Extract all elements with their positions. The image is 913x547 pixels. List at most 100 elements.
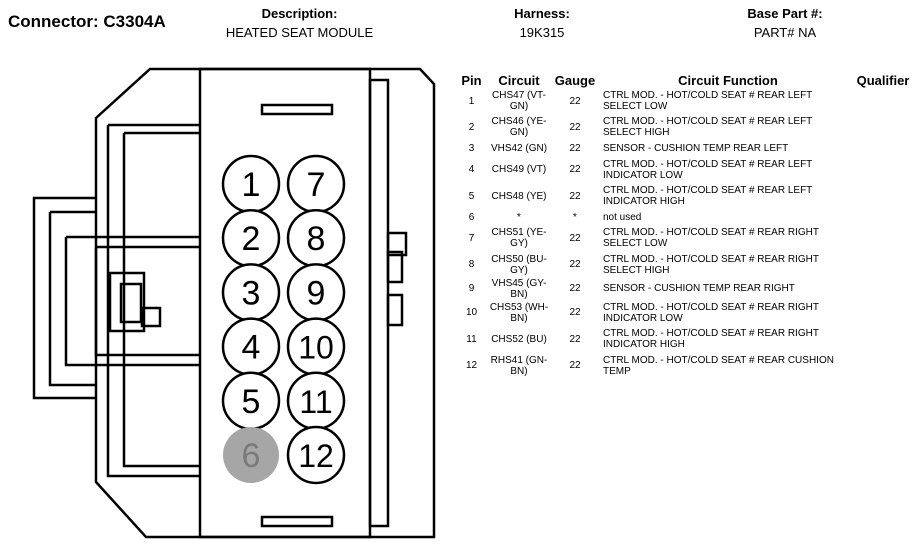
circuit-function: CTRL MOD. - HOT/COLD SEAT # REAR RIGHT S… <box>603 253 819 276</box>
circuit-id: VHS42 (GN) <box>490 143 548 155</box>
connector-housing <box>32 67 436 539</box>
pin-number: 4 <box>468 164 475 176</box>
qualifier <box>853 88 913 114</box>
circuit-function: SENSOR - CUSHION TEMP REAR LEFT <box>603 143 789 155</box>
column-header-function: Circuit Function <box>678 72 778 88</box>
qualifier <box>853 141 913 157</box>
pin-cavity-number: 2 <box>242 220 261 258</box>
circuit-function: not used <box>603 211 642 223</box>
wire-gauge: 22 <box>569 95 581 107</box>
description-block: Description: HEATED SEAT MODULE <box>222 6 377 40</box>
circuit-function: SENSOR - CUSHION TEMP REAR RIGHT <box>603 283 795 295</box>
wire-gauge: 22 <box>569 232 581 244</box>
wire-gauge: 22 <box>569 333 581 345</box>
pin-cavity-number: 1 <box>242 166 261 204</box>
circuit-id: CHS46 (YE-GN) <box>491 116 547 139</box>
qualifier <box>853 326 913 352</box>
circuit-function: CTRL MOD. - HOT/COLD SEAT # REAR LEFT IN… <box>603 185 813 208</box>
pin-cavity-number: 12 <box>298 438 334 474</box>
description-value: HEATED SEAT MODULE <box>225 25 374 40</box>
circuit-id: CHS52 (BU) <box>491 333 547 345</box>
circuit-id: * <box>517 211 521 223</box>
pin-number: 12 <box>465 360 478 372</box>
harness-value: 19K315 <box>519 25 565 40</box>
wire-gauge: * <box>573 211 577 223</box>
qualifier <box>853 278 913 300</box>
circuit-id: RHS41 (GN-BN) <box>490 354 548 377</box>
column-header-gauge: Gauge <box>554 72 596 88</box>
circuit-function: CTRL MOD. - HOT/COLD SEAT # REAR LEFT SE… <box>603 116 813 139</box>
pin-cavity-number: 8 <box>307 220 326 258</box>
description-label: Description: <box>261 6 338 21</box>
qualifier <box>853 251 913 277</box>
pinout-table-header: Pin Circuit Gauge Circuit Function Quali… <box>455 72 913 88</box>
qualifier <box>853 114 913 140</box>
qualifier <box>853 209 913 225</box>
pin-cavity-number: 3 <box>242 274 261 312</box>
circuit-id: CHS51 (YE-GY) <box>491 227 547 250</box>
qualifier <box>853 225 913 251</box>
circuit-function: CTRL MOD. - HOT/COLD SEAT # REAR LEFT SE… <box>603 90 813 113</box>
wire-gauge: 22 <box>569 307 581 319</box>
circuit-function: CTRL MOD. - HOT/COLD SEAT # REAR CUSHION… <box>603 354 834 377</box>
pin-number: 2 <box>468 121 475 133</box>
pin-number: 5 <box>468 190 475 202</box>
circuit-id: VHS45 (GY-BN) <box>491 277 547 300</box>
table-row: 1 CHS47 (VT-GN) 22 CTRL MOD. - HOT/COLD SEA… <box>455 88 913 114</box>
circuit-function: CTRL MOD. - HOT/COLD SEAT # REAR RIGHT I… <box>603 328 819 351</box>
column-header-circuit: Circuit <box>498 72 540 88</box>
pin-cavity-number: 7 <box>307 166 326 204</box>
pin-number: 6 <box>468 211 475 223</box>
pin-number: 10 <box>465 307 478 319</box>
pin-number: 9 <box>468 283 475 295</box>
circuit-id: CHS49 (VT) <box>491 164 547 176</box>
column-header-pin: Pin <box>461 72 482 88</box>
wire-gauge: 22 <box>569 259 581 271</box>
qualifier <box>853 157 913 183</box>
qualifier <box>853 183 913 209</box>
wire-gauge: 22 <box>569 121 581 133</box>
pin-cavity <box>286 425 346 485</box>
table-row: 3 VHS42 (GN) 22 SENSOR - CUSHION TEMP REAR … <box>455 141 913 157</box>
table-row: 11 CHS52 (BU) 22 CTRL MOD. - HOT/COLD SEAT … <box>455 326 913 352</box>
column-header-qualifier: Qualifier <box>856 72 910 88</box>
table-row: 9 VHS45 (GY-BN) 22 SENSOR - CUSHION TEMP RE… <box>455 278 913 300</box>
base-part-block: Base Part #: PART# NA <box>728 6 842 40</box>
pin-number: 8 <box>468 259 475 271</box>
circuit-function: CTRL MOD. - HOT/COLD SEAT # REAR LEFT IN… <box>603 158 813 181</box>
table-row: 4 CHS49 (VT) 22 CTRL MOD. - HOT/COLD SEAT #… <box>455 157 913 183</box>
table-row: 10 CHS53 (WH-BN) 22 CTRL MOD. - HOT/COLD SE… <box>455 300 913 326</box>
pin-cavity-number: 11 <box>299 384 332 420</box>
circuit-id: CHS48 (YE) <box>491 190 547 202</box>
wire-gauge: 22 <box>569 283 581 295</box>
pin-number: 3 <box>468 143 475 155</box>
pin-cavity-number: 9 <box>307 274 326 312</box>
table-row: 6 * * not used <box>455 209 913 225</box>
wire-gauge: 22 <box>569 143 581 155</box>
circuit-function: CTRL MOD. - HOT/COLD SEAT # REAR RIGHT S… <box>603 227 819 250</box>
pin-cavity-number: 4 <box>242 329 261 367</box>
harness-block: Harness: 19K315 <box>490 6 594 40</box>
connector-title: Connector: C3304A <box>8 12 166 31</box>
wire-gauge: 22 <box>569 164 581 176</box>
pinout-table: Pin Circuit Gauge Circuit Function Quali… <box>455 72 913 379</box>
circuit-function: CTRL MOD. - HOT/COLD SEAT # REAR RIGHT I… <box>603 301 819 324</box>
pin-number: 1 <box>468 95 475 107</box>
pin-cavity-number: 10 <box>298 330 334 366</box>
qualifier <box>853 352 913 378</box>
circuit-id: CHS47 (VT-GN) <box>492 90 546 113</box>
base-part-label: Base Part #: <box>747 6 823 21</box>
circuit-id: CHS53 (WH-BN) <box>489 301 549 324</box>
qualifier <box>853 300 913 326</box>
harness-label: Harness: <box>514 6 570 21</box>
pin-number: 11 <box>466 333 477 345</box>
wire-gauge: 22 <box>569 360 581 372</box>
pin-cavity-number: 5 <box>242 383 261 421</box>
pin-cavity-number: 6 <box>242 437 261 475</box>
table-row: 12 RHS41 (GN-BN) 22 CTRL MOD. - HOT/COLD SE… <box>455 352 913 378</box>
